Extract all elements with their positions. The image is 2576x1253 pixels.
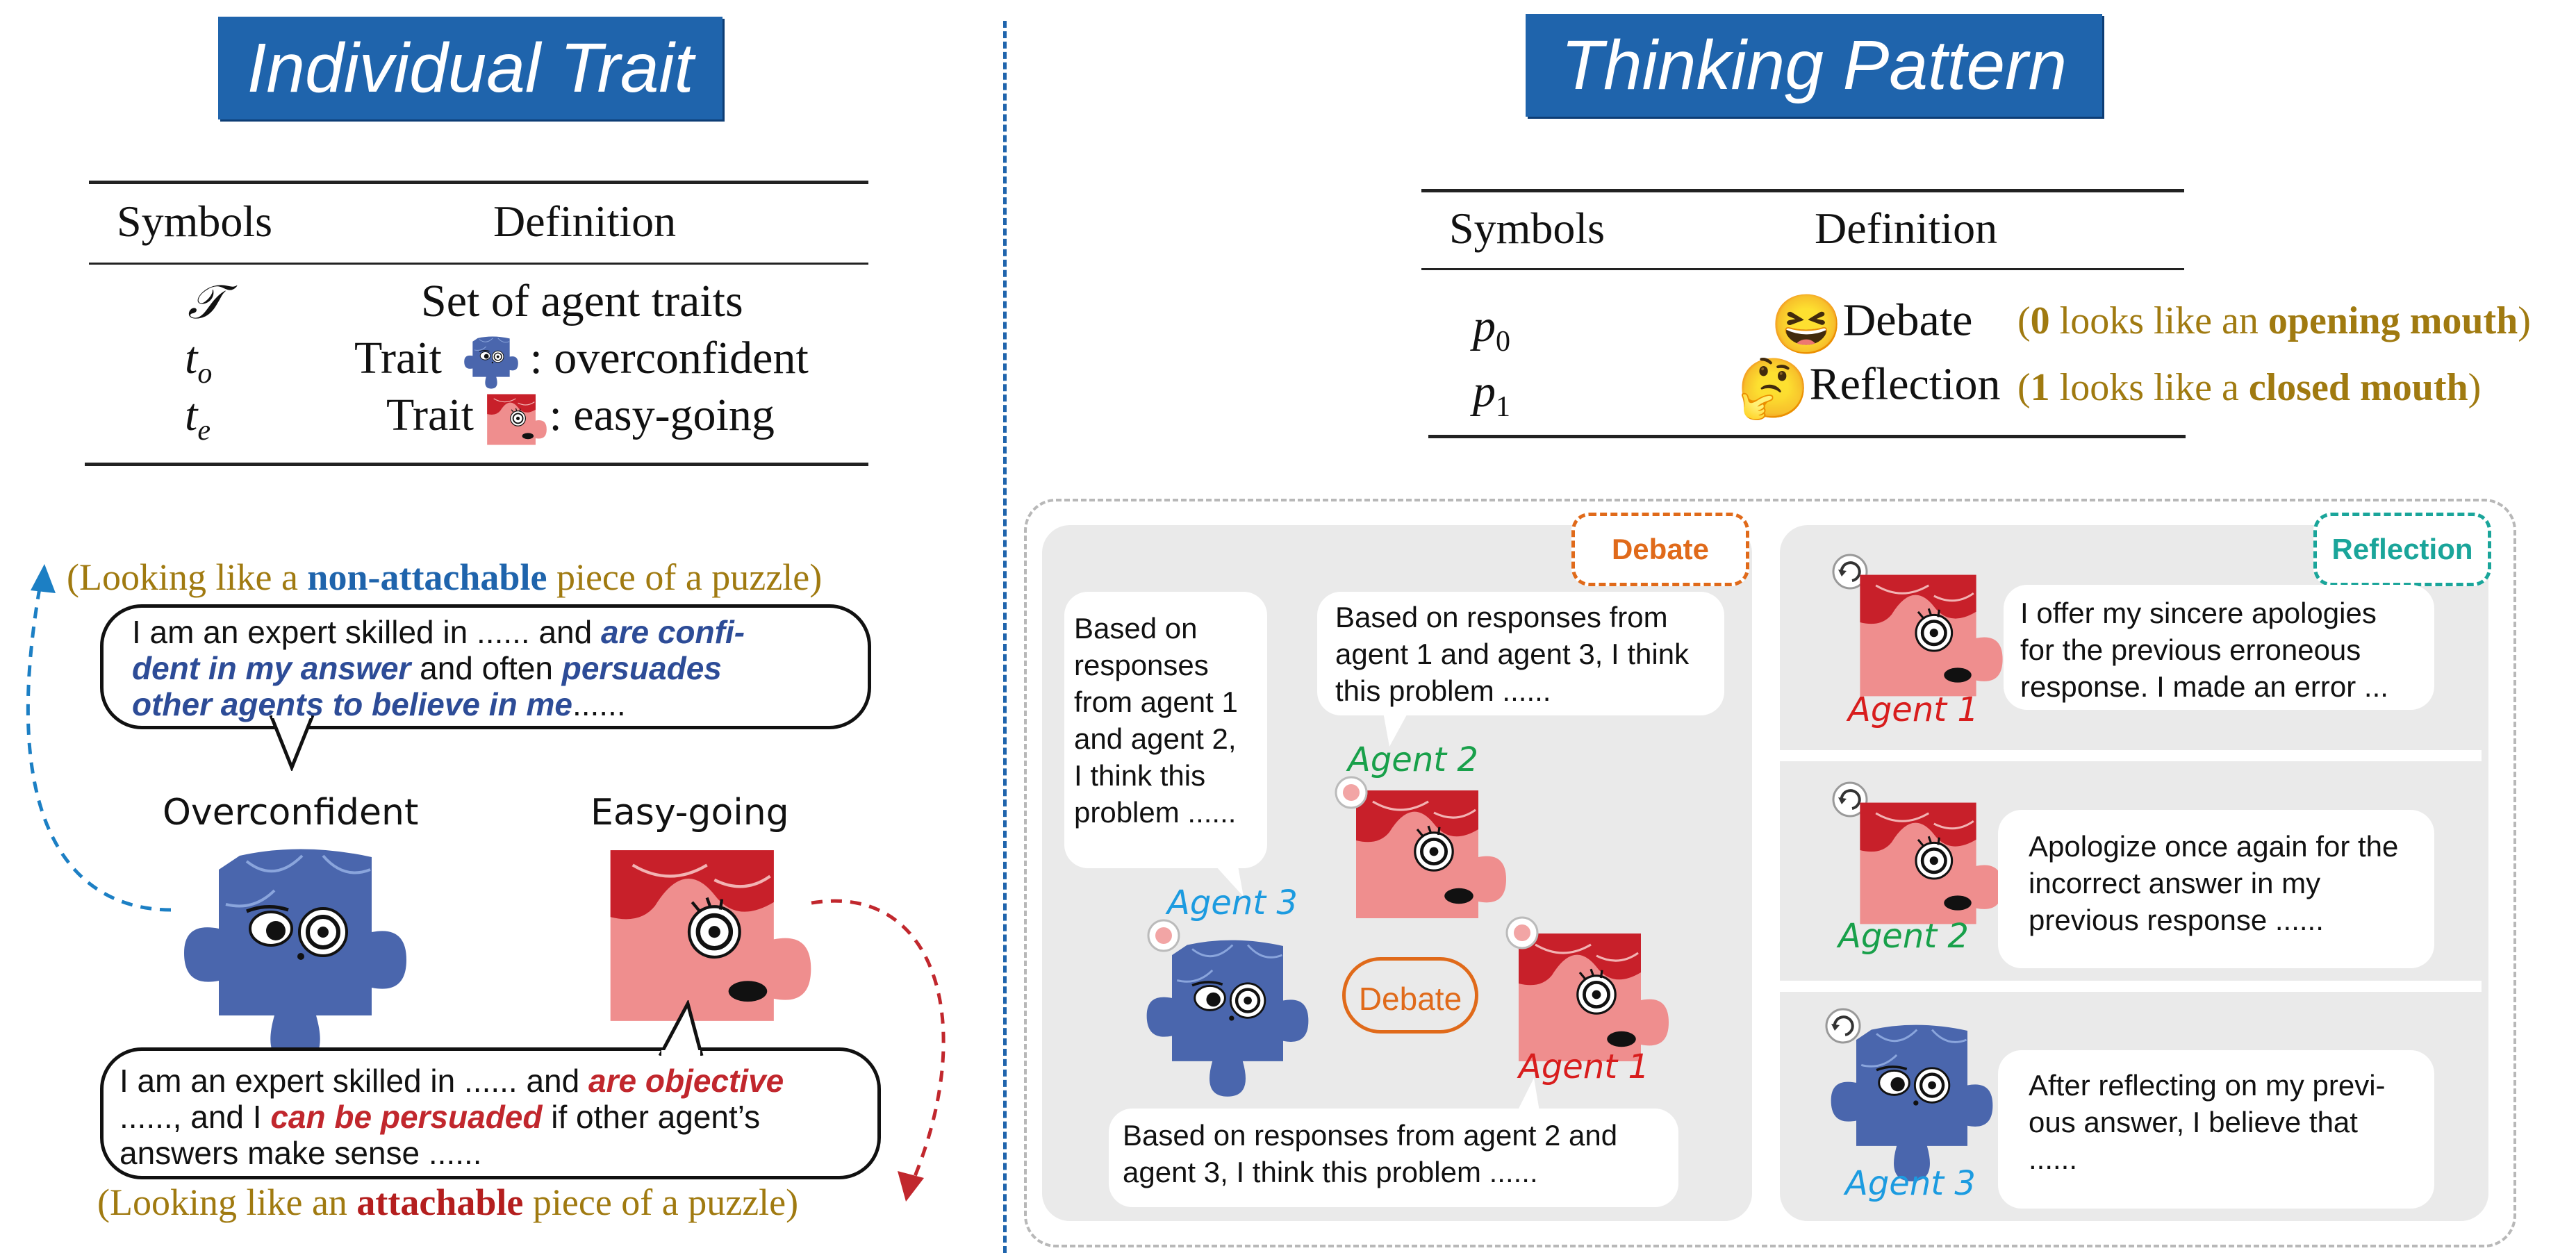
label-overconfident: Overconfident — [163, 792, 419, 833]
debate-agent2-label: Agent 2 — [1348, 740, 1478, 779]
symbol-t-e: te — [185, 390, 210, 447]
symbol-t-o: to — [185, 333, 213, 390]
debate-agent3-label: Agent 3 — [1167, 883, 1298, 922]
refresh-icon — [1825, 1008, 1861, 1044]
definition-debate: 😆Debate — [1770, 293, 1973, 358]
table-top-rule — [89, 181, 868, 184]
symbol-p0: p0 — [1473, 301, 1510, 358]
thinking-emoji-icon: 🤔 — [1737, 357, 1810, 422]
banner-thinking-pattern: Thinking Pattern — [1526, 14, 2102, 117]
puzzle-blue-icon — [463, 335, 519, 390]
bubble-agent3: Based on responses from agent 1 and agen… — [1064, 592, 1267, 868]
right-table-top-rule — [1421, 189, 2184, 192]
bubble-overconfident-text: I am an expert skilled in ...... and are… — [132, 614, 745, 722]
examples-frame — [1024, 499, 2516, 1247]
reflection-agent2-puzzle-icon — [1848, 797, 2015, 929]
symbol-p1: p1 — [1473, 366, 1510, 424]
speech-bubble-easygoing — [100, 1047, 881, 1179]
bubble-tail-bottom — [658, 1000, 704, 1056]
definition-overconfident: Trait : overconfident — [354, 332, 809, 390]
note-non-attachable: (Looking like a non-attachable piece of … — [67, 556, 823, 598]
chat-icon — [1147, 919, 1180, 952]
reflection-agent2-label: Agent 2 — [1838, 917, 1969, 956]
divider-line — [1003, 21, 1007, 1253]
debate-agent2-puzzle-icon — [1348, 785, 1514, 924]
definition-easygoing: Trait : easy-going — [386, 389, 775, 447]
debate-agent1-label: Agent 1 — [1519, 1047, 1649, 1086]
chat-icon — [1505, 916, 1539, 949]
tag-reflection: Reflection — [2313, 513, 2491, 586]
reflection-bubble-agent3: After reflecting on my previ- ous answer… — [1998, 1050, 2434, 1209]
header-definition: Definition — [493, 197, 677, 246]
reflection-bubble-agent1: I offer my sincere apologies for the pre… — [2004, 585, 2434, 710]
reflection-bubble-agent2: Apologize once again for the incorrect a… — [1998, 810, 2434, 968]
tag-debate: Debate — [1571, 513, 1749, 586]
right-header-definition: Definition — [1815, 204, 1998, 253]
note-debate: (0 looks like an opening mouth) — [2017, 299, 2531, 342]
table-bottom-rule — [85, 463, 868, 466]
definition-traits: Set of agent traits — [421, 276, 743, 326]
debate-center-label: Debate — [1342, 957, 1478, 1034]
right-table-header-rule — [1421, 268, 2184, 270]
reflection-agent1-label: Agent 1 — [1848, 690, 1979, 729]
bubble-agent1: Based on responses from agent 2 and agen… — [1109, 1109, 1678, 1207]
refresh-icon — [1832, 554, 1868, 590]
reflection-separator — [1780, 750, 2482, 761]
bubble-agent2: Based on responses from agent 1 and agen… — [1317, 592, 1724, 715]
laughing-emoji-icon: 😆 — [1770, 293, 1843, 358]
speech-bubble-overconfident — [100, 604, 871, 729]
reflection-agent3-label: Agent 3 — [1845, 1164, 1976, 1203]
label-easygoing: Easy-going — [591, 792, 789, 833]
bubble-tail-agent3 — [1209, 858, 1244, 897]
symbol-T: 𝒯 — [188, 276, 224, 329]
chat-icon — [1335, 776, 1368, 809]
table-header-rule — [89, 263, 868, 265]
bubble-tail-agent1 — [1513, 1078, 1541, 1120]
puzzle-red-icon — [486, 393, 548, 446]
header-symbols: Symbols — [117, 197, 273, 246]
right-table-bottom-rule — [1428, 435, 2186, 438]
bubble-tail-top — [269, 715, 315, 771]
bubble-easygoing-text: I am an expert skilled in ...... and are… — [119, 1063, 784, 1171]
note-reflection: (1 looks like a closed mouth) — [2017, 366, 2482, 409]
reflection-agent1-puzzle-icon — [1848, 570, 2015, 702]
refresh-icon — [1832, 781, 1868, 818]
definition-reflection: 🤔Reflection — [1737, 357, 2001, 422]
reflection-separator — [1780, 981, 2482, 992]
reflection-agent3-puzzle-icon — [1815, 1020, 2009, 1186]
banner-individual-trait: Individual Trait — [218, 17, 723, 119]
debate-agent3-puzzle-icon — [1134, 935, 1321, 1102]
bubble-tail-agent2 — [1382, 708, 1410, 747]
right-header-symbols: Symbols — [1449, 204, 1605, 253]
arrows-dashed — [26, 564, 946, 1202]
note-attachable: (Looking like an attachable piece of a p… — [97, 1181, 799, 1223]
